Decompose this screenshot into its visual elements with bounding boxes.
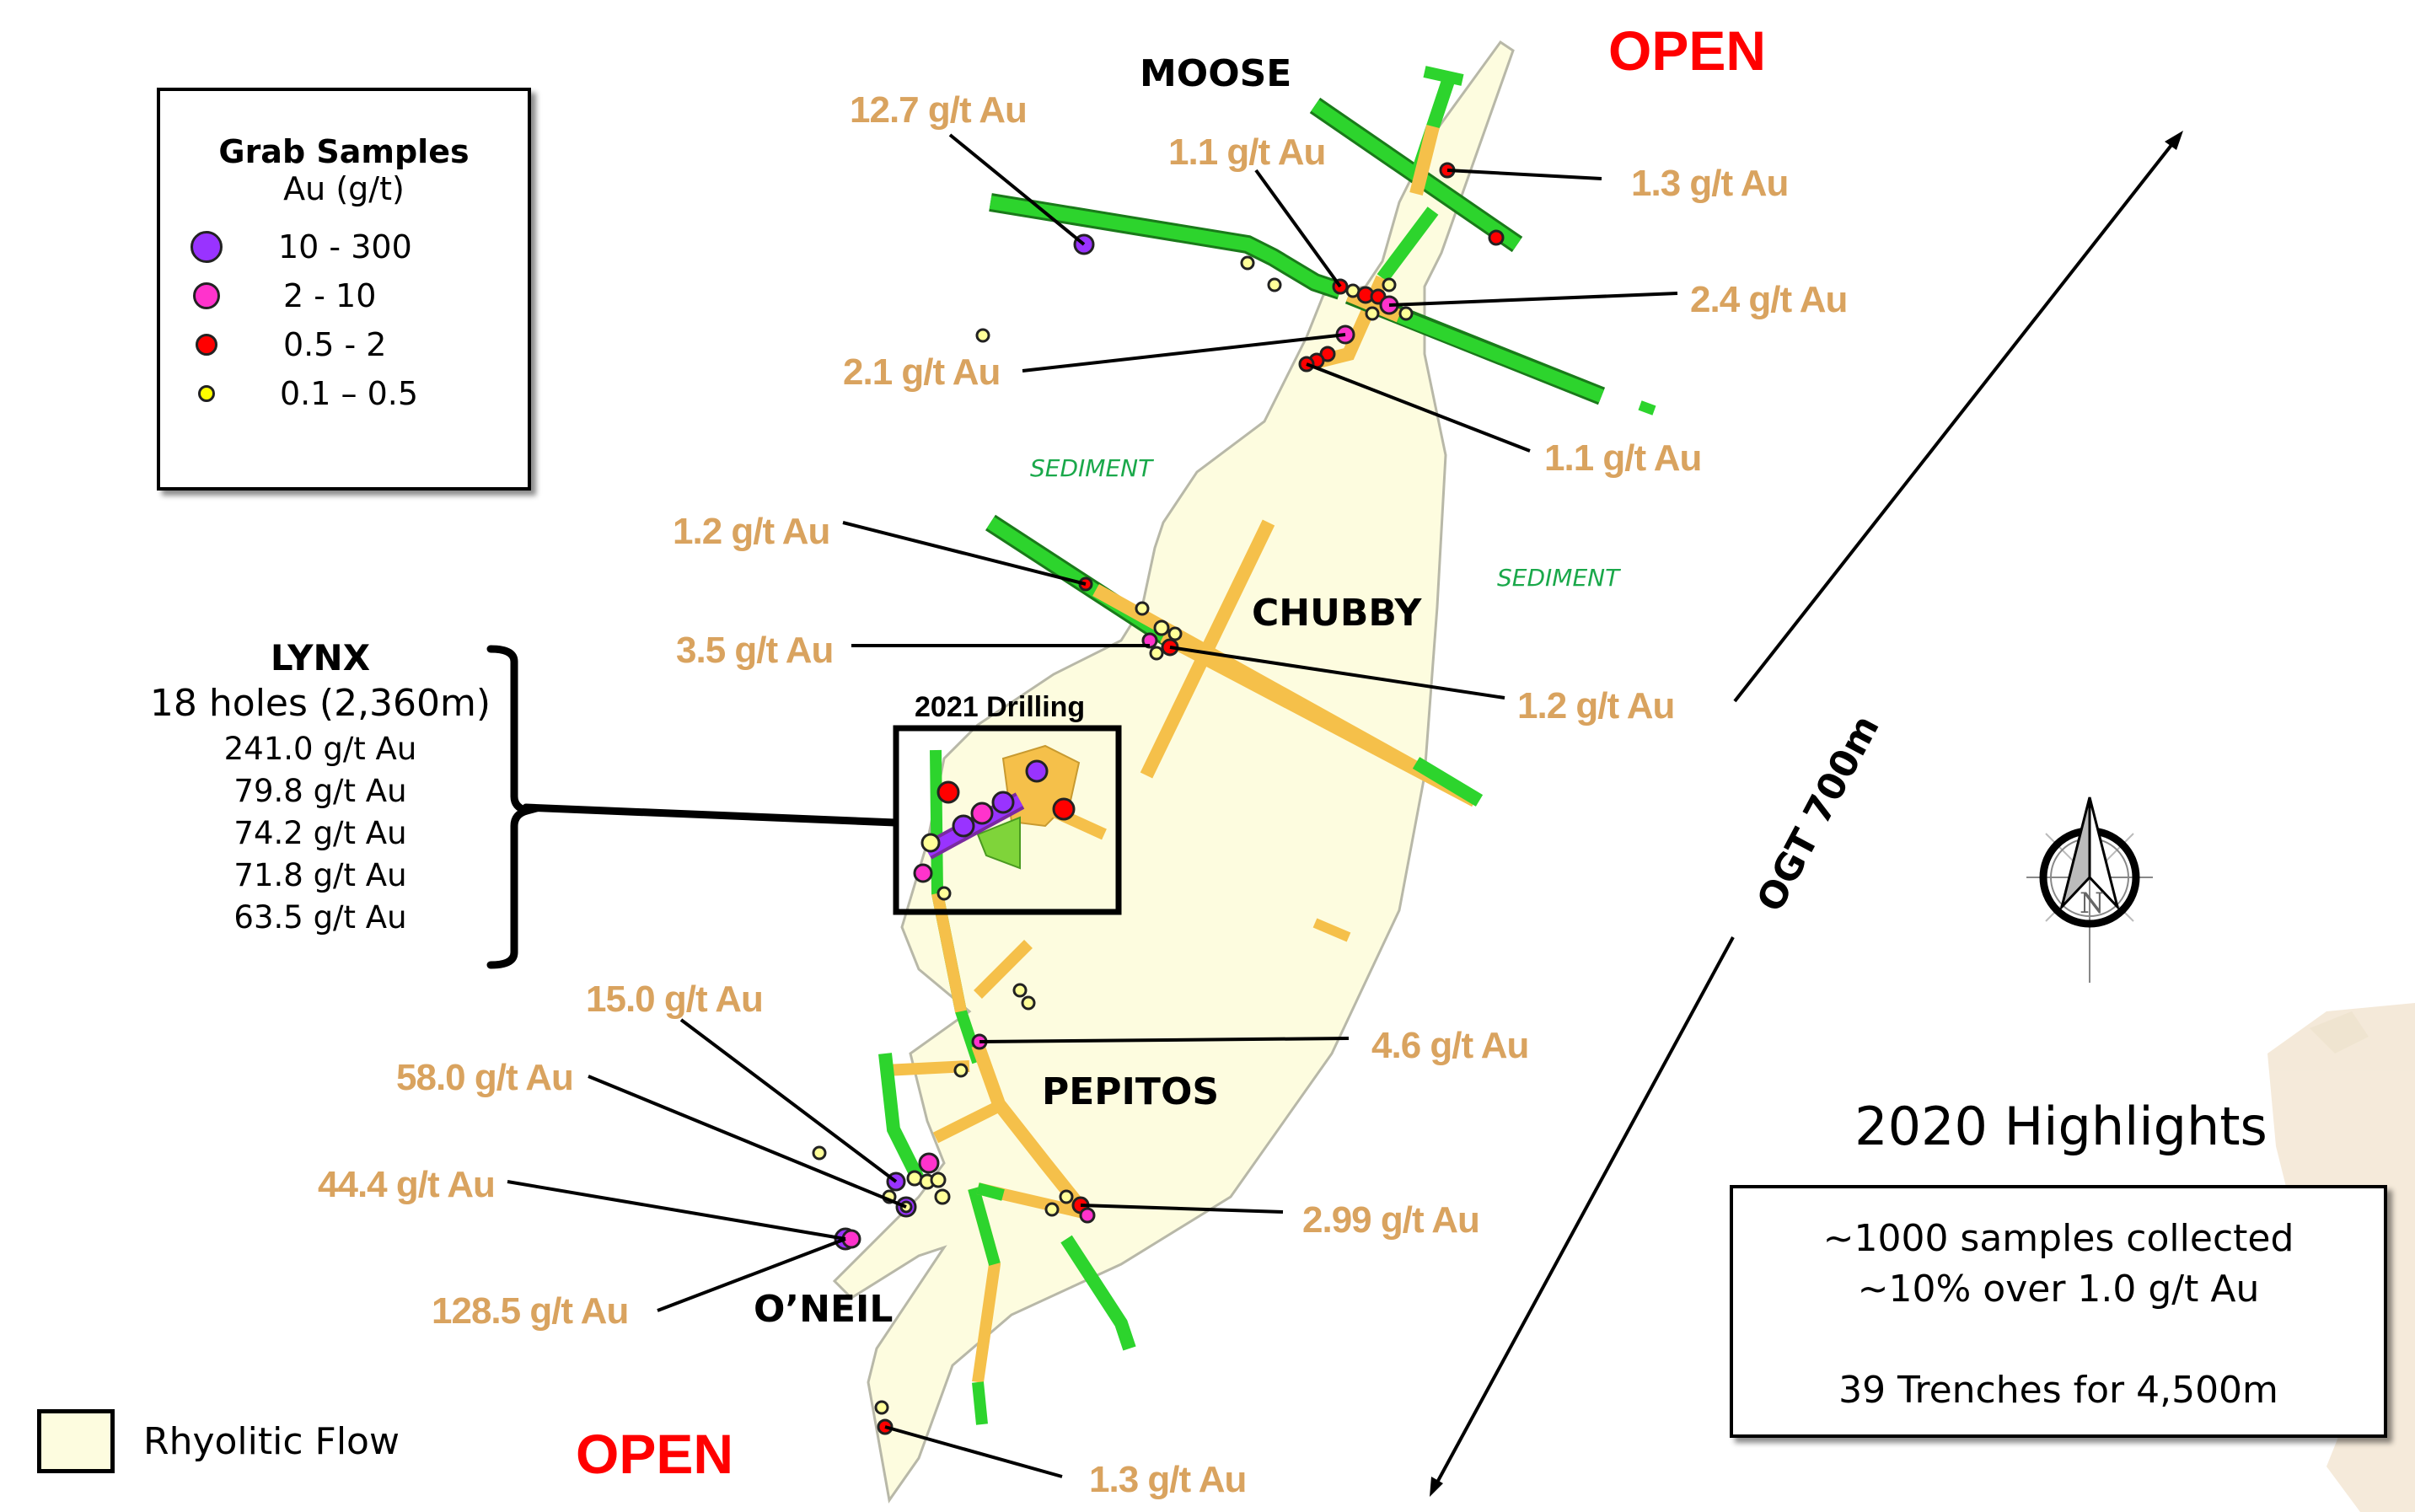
legend-item-10-300: 10 - 300	[160, 223, 528, 271]
legend-subtitle: Au (g/t)	[283, 170, 405, 207]
assay-label: 1.1 g/t Au	[1544, 437, 1701, 479]
yellow-dot-icon	[198, 385, 215, 402]
assay-label: 4.6 g/t Au	[1371, 1025, 1528, 1066]
area-label-pepitos: PEPITOS	[1042, 1070, 1219, 1113]
assay-label: 3.5 g/t Au	[676, 630, 833, 671]
highlights-title: 2020 Highlights	[1854, 1096, 2267, 1157]
lynx-grade: 63.5 g/t Au	[233, 899, 407, 936]
lynx-bracket	[486, 645, 899, 969]
lynx-grade: 241.0 g/t Au	[223, 731, 417, 767]
purple-dot-icon	[191, 231, 223, 263]
grab-samples-legend: Grab Samples Au (g/t) 10 - 300 2 - 10 0.…	[157, 88, 531, 491]
area-label-oneil: O’NEIL	[754, 1288, 893, 1331]
sediment-label: SEDIMENT	[1497, 564, 1621, 592]
rhyolitic-flow-swatch	[37, 1409, 115, 1473]
lynx-summary: LYNX 18 holes (2,360m) 241.0 g/t Au 79.8…	[118, 637, 523, 939]
assay-label: 1.2 g/t Au	[673, 511, 829, 552]
grab-sample-points	[812, 162, 1505, 1435]
legend-item-label: 0.5 - 2	[283, 326, 387, 363]
highlight-line: ~10% over 1.0 g/t Au	[1857, 1268, 2260, 1311]
assay-label: 1.3 g/t Au	[1089, 1459, 1246, 1500]
highlight-line: 39 Trenches for 4,500m	[1838, 1369, 2278, 1412]
highlights-box: ~1000 samples collected ~10% over 1.0 g/…	[1730, 1185, 2387, 1438]
legend-item-2-10: 2 - 10	[160, 271, 528, 320]
north-arrow-letter: N	[2080, 887, 2105, 920]
area-label-moose: MOOSE	[1140, 52, 1291, 95]
open-label-south: OPEN	[576, 1423, 733, 1485]
sediment-label: SEDIMENT	[1030, 454, 1154, 482]
assay-label: 15.0 g/t Au	[586, 979, 763, 1020]
legend-item-label: 2 - 10	[283, 277, 377, 314]
assay-label: 2.99 g/t Au	[1302, 1199, 1479, 1241]
scale-label: OGT 700m	[1749, 708, 1888, 919]
assay-label: 12.7 g/t Au	[850, 89, 1027, 131]
highlight-line: ~1000 samples collected	[1822, 1217, 2294, 1260]
assay-label: 2.4 g/t Au	[1690, 279, 1847, 320]
north-arrow-icon: N	[2026, 796, 2153, 983]
assay-label: 58.0 g/t Au	[396, 1057, 573, 1098]
red-dot-icon	[196, 334, 217, 356]
lynx-title: LYNX	[270, 637, 371, 678]
assay-label: 128.5 g/t Au	[432, 1290, 628, 1332]
highlight-line	[1733, 1315, 2384, 1365]
assay-leader-lines	[507, 133, 1678, 1478]
assay-label: 1.2 g/t Au	[1517, 685, 1674, 727]
rhyolitic-flow-label: Rhyolitic Flow	[143, 1419, 400, 1463]
legend-item-label: 0.1 – 0.5	[280, 375, 419, 412]
rhyolitic-flow-legend: Rhyolitic Flow	[37, 1409, 400, 1473]
area-label-chubby: CHUBBY	[1252, 592, 1423, 635]
lynx-holes: 18 holes (2,360m)	[149, 682, 491, 725]
lynx-grade: 71.8 g/t Au	[233, 857, 407, 893]
legend-item-label: 10 - 300	[278, 228, 412, 265]
magenta-dot-icon	[193, 282, 220, 309]
open-label-north: OPEN	[1608, 19, 1766, 82]
drilling-2021-box: 2021 Drilling	[893, 691, 1122, 915]
lynx-grade: 74.2 g/t Au	[233, 815, 407, 851]
drilling-2021-label: 2021 Drilling	[915, 691, 1085, 723]
assay-label: 2.1 g/t Au	[843, 351, 1000, 393]
legend-title: Grab Samples	[218, 133, 470, 170]
assay-label: 1.3 g/t Au	[1631, 163, 1788, 204]
assay-label: 1.1 g/t Au	[1168, 131, 1325, 173]
assay-label: 44.4 g/t Au	[318, 1164, 495, 1205]
legend-item-0.5-2: 0.5 - 2	[160, 320, 528, 369]
legend-item-0.1-0.5: 0.1 – 0.5	[160, 369, 528, 418]
assay-labels: 12.7 g/t Au 1.1 g/t Au 1.3 g/t Au 2.4 g/…	[318, 89, 1848, 1500]
lynx-grade: 79.8 g/t Au	[233, 773, 407, 809]
